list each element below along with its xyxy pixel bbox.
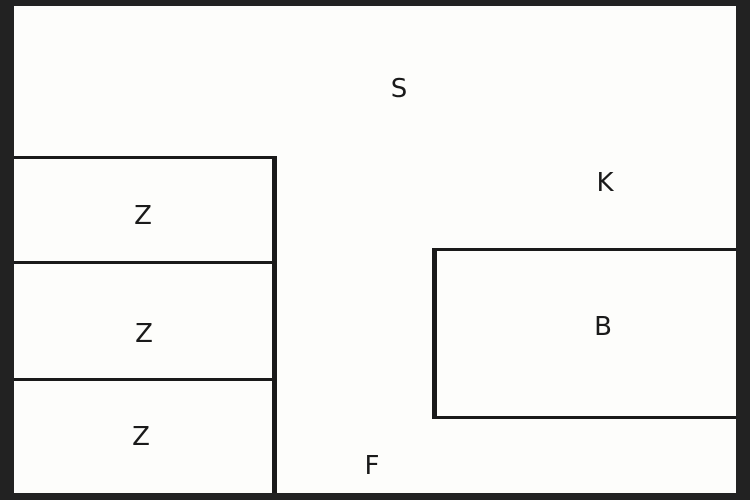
label-z-bottom: Z [132, 422, 150, 452]
diagram-paper: S K Z Z Z B F [14, 6, 736, 493]
room-z-middle [14, 261, 277, 381]
label-z-middle: Z [135, 319, 153, 349]
room-z-bottom [14, 378, 277, 493]
label-s: S [390, 74, 408, 104]
label-f: F [364, 451, 380, 481]
label-z-top: Z [134, 201, 152, 231]
label-k: K [596, 168, 614, 198]
room-z-top [14, 156, 277, 263]
label-b: B [594, 312, 612, 342]
room-b [432, 248, 736, 419]
